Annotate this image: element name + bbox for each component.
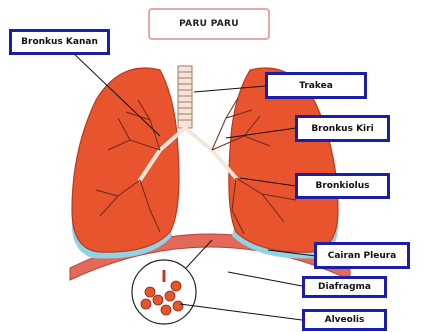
label-diafragma: Diafragma xyxy=(302,276,387,298)
label-bronkus-kiri: Bronkus Kiri xyxy=(295,115,390,142)
alveoli-inset xyxy=(132,260,196,324)
label-bronkus-kanan: Bronkus Kanan xyxy=(9,29,110,55)
label-alveolus: Alveolis xyxy=(302,309,387,331)
label-bronkiolus: Bronkiolus xyxy=(295,173,390,199)
right-lung-shape xyxy=(72,68,179,252)
label-cairan-pleura: Cairan Pleura xyxy=(314,242,410,269)
diagram-title: PARU PARU xyxy=(148,8,270,40)
trachea-shape xyxy=(178,66,192,128)
label-trakea: Trakea xyxy=(265,72,367,99)
